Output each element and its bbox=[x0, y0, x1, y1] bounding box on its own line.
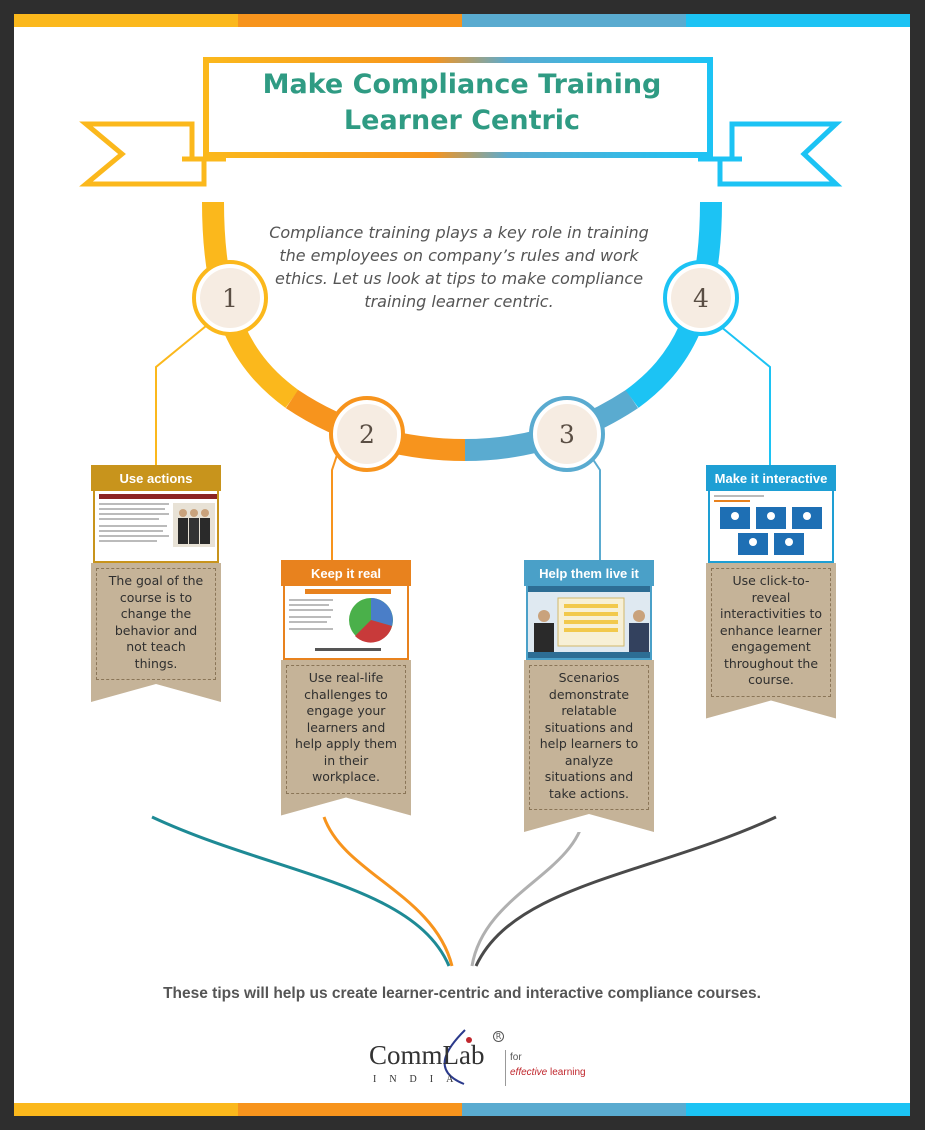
infographic-page: Make Compliance Training Learner Centric… bbox=[14, 14, 910, 1116]
logo-separator bbox=[505, 1050, 506, 1086]
intro-text: Compliance training plays a key role in … bbox=[269, 223, 649, 311]
footer-summary: These tips will help us create learner-c… bbox=[163, 985, 761, 1002]
step-number-2: 2 bbox=[337, 404, 397, 464]
ribbon-banner bbox=[203, 57, 713, 158]
screenshot-thumbnail bbox=[93, 491, 219, 563]
tip-card-keep-it-real: Keep it real Use real-life challenges to… bbox=[281, 560, 411, 816]
screenshot-thumbnail bbox=[708, 491, 834, 563]
logo-for-text: for bbox=[510, 1052, 522, 1063]
tip-card-text: Use click-to-reveal interactivities to e… bbox=[706, 563, 836, 719]
tip-card-make-it-interactive: Make it interactive Use click-to-reveal … bbox=[706, 465, 836, 719]
top-color-stripe bbox=[14, 14, 910, 27]
screenshot-thumbnail bbox=[526, 586, 652, 660]
logo-wordmark: CommLab bbox=[369, 1040, 485, 1070]
step-number-1: 1 bbox=[200, 268, 260, 328]
tip-card-text: The goal of the course is to change the … bbox=[91, 563, 221, 702]
connector-4 bbox=[719, 325, 771, 466]
connector-2 bbox=[331, 451, 339, 562]
logo-swirl bbox=[443, 1029, 472, 1085]
connector-1 bbox=[155, 325, 207, 466]
tip-card-heading: Keep it real bbox=[281, 560, 411, 586]
screenshot-thumbnail bbox=[283, 586, 409, 660]
page-title: Make Compliance Training Learner Centric bbox=[219, 67, 705, 139]
swoosh-dark bbox=[474, 815, 777, 967]
step-number-4: 4 bbox=[671, 268, 731, 328]
title-line-1: Make Compliance Training bbox=[262, 69, 662, 100]
tip-card-help-them-live-it: Help them live it Scenarios demonstrate … bbox=[524, 560, 654, 832]
title-line-2: Learner Centric bbox=[343, 105, 581, 136]
tip-card-heading: Use actions bbox=[91, 465, 221, 491]
step-number-3: 3 bbox=[537, 404, 597, 464]
logo-tagline: effective learning bbox=[510, 1067, 586, 1078]
registered-mark: R bbox=[493, 1031, 504, 1042]
swoosh-teal bbox=[151, 815, 451, 967]
connector-3 bbox=[587, 451, 601, 562]
swoosh-gray bbox=[470, 816, 586, 967]
ribbon-tail-right bbox=[717, 121, 843, 187]
tip-card-heading: Make it interactive bbox=[706, 465, 836, 491]
logo-subtitle: INDIA bbox=[373, 1074, 467, 1085]
swoosh-orange bbox=[322, 816, 454, 967]
tip-card-heading: Help them live it bbox=[524, 560, 654, 586]
tip-card-use-actions: Use actions The goal of the course is to… bbox=[91, 465, 221, 702]
commlab-logo: R CommLab INDIA for effective learning bbox=[369, 1026, 589, 1088]
tip-card-text: Use real-life challenges to engage your … bbox=[281, 660, 411, 816]
tip-card-text: Scenarios demonstrate relatable situatio… bbox=[524, 660, 654, 832]
ribbon-tail-left bbox=[79, 121, 207, 187]
bottom-color-stripe bbox=[14, 1103, 910, 1116]
